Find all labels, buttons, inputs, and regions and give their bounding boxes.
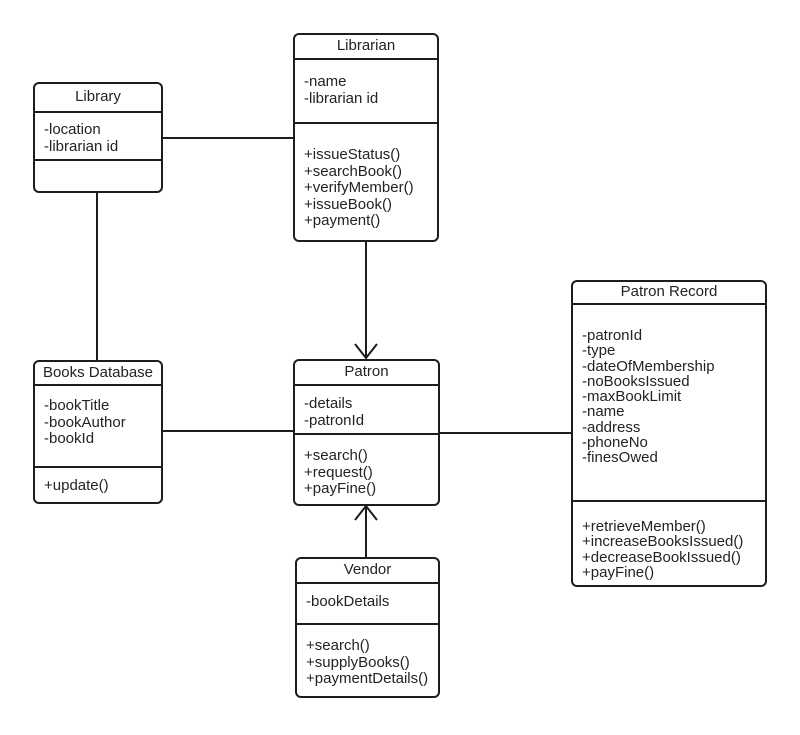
- class-attributes-patron-record: -patronId-type-dateOfMembership-noBooksI…: [573, 305, 765, 502]
- class-attributes-books-database: -bookTitle-bookAuthor-bookId: [35, 386, 161, 468]
- attribute-line: -noBooksIssued: [582, 372, 690, 390]
- attribute-line: -type: [582, 342, 616, 360]
- attribute-line: -bookDetails: [306, 593, 390, 610]
- attribute-line: -details: [304, 395, 353, 412]
- attribute-line: -librarian id: [304, 89, 379, 107]
- method-line: +update(): [44, 477, 109, 494]
- class-box-patron-record: Patron Record -patronId-type-dateOfMembe…: [571, 280, 767, 587]
- method-line: +retrieveMember(): [582, 518, 706, 535]
- class-name-patron: Patron: [295, 361, 438, 386]
- class-name-patron-record: Patron Record: [573, 282, 765, 305]
- method-line: +issueStatus(): [304, 146, 401, 163]
- method-line: +request(): [304, 463, 373, 481]
- method-line: +search(): [304, 447, 368, 464]
- class-methods-librarian: +issueStatus()+searchBook()+verifyMember…: [295, 124, 437, 240]
- class-methods-patron: +search()+request()+payFine(): [295, 435, 438, 504]
- method-line: +decreaseBookIssued(): [582, 548, 741, 566]
- method-line: +increaseBooksIssued(): [582, 533, 744, 551]
- attribute-line: -address: [582, 418, 641, 436]
- class-methods-books-database: +update(): [35, 468, 161, 502]
- attribute-line: -maxBookLimit: [582, 388, 682, 406]
- class-name-books-database: Books Database: [35, 362, 161, 386]
- class-attributes-librarian: -name-librarian id: [295, 60, 437, 124]
- method-line: +payFine(): [582, 563, 655, 581]
- attribute-line: -name: [582, 403, 625, 421]
- attribute-line: -finesOwed: [582, 449, 658, 467]
- arrowhead-vendor-patron: [354, 504, 378, 521]
- class-attributes-patron: -details-patronId: [295, 386, 438, 435]
- attribute-line: -location: [44, 121, 101, 138]
- attribute-line: -patronId: [582, 327, 643, 344]
- class-box-books-database: Books Database -bookTitle-bookAuthor-boo…: [33, 360, 163, 504]
- class-name-vendor: Vendor: [297, 559, 438, 584]
- class-name-librarian: Librarian: [295, 35, 437, 60]
- class-methods-patron-record: +retrieveMember()+increaseBooksIssued()+…: [573, 502, 765, 585]
- method-line: +paymentDetails(): [306, 670, 429, 687]
- attribute-line: -dateOfMembership: [582, 357, 715, 375]
- arrowhead-librarian-patron: [354, 343, 378, 360]
- class-name-library: Library: [35, 84, 161, 113]
- method-line: +searchBook(): [304, 162, 402, 180]
- attribute-line: -name: [304, 73, 347, 90]
- method-line: +issueBook(): [304, 195, 392, 213]
- method-line: +payFine(): [304, 480, 377, 497]
- attribute-line: -bookId: [44, 430, 95, 447]
- class-attributes-library: -location-librarian id: [35, 113, 161, 161]
- attribute-line: -librarian id: [44, 137, 119, 155]
- class-attributes-vendor: -bookDetails: [297, 584, 438, 625]
- attribute-line: -bookAuthor: [44, 413, 126, 431]
- class-box-patron: Patron -details-patronId +search()+reque…: [293, 359, 440, 506]
- attribute-line: -phoneNo: [582, 434, 648, 452]
- class-box-vendor: Vendor -bookDetails +search()+supplyBook…: [295, 557, 440, 698]
- method-line: +supplyBooks(): [306, 653, 410, 671]
- class-methods-library: [35, 161, 161, 191]
- method-line: +payment(): [304, 212, 381, 229]
- attribute-line: -bookTitle: [44, 397, 110, 414]
- attribute-line: -patronId: [304, 411, 365, 429]
- class-methods-vendor: +search()+supplyBooks()+paymentDetails(): [297, 625, 438, 696]
- class-box-librarian: Librarian -name-librarian id +issueStatu…: [293, 33, 439, 242]
- method-line: +verifyMember(): [304, 179, 414, 196]
- class-box-library: Library -location-librarian id: [33, 82, 163, 193]
- method-line: +search(): [306, 637, 370, 654]
